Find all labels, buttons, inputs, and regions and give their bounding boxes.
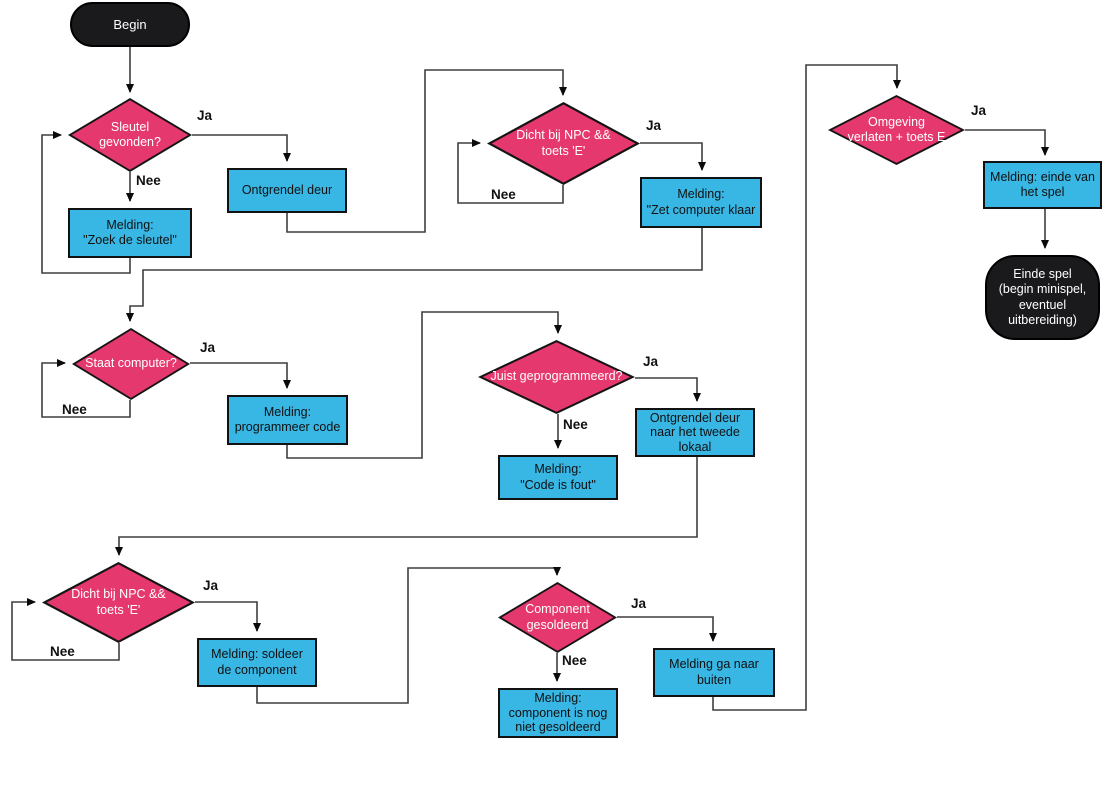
process-niet-gesoldeerd: Melding: component is nog niet gesoldeer…: [498, 688, 618, 738]
decision-npc2-label: Dicht bij NPC && toets 'E': [71, 587, 166, 617]
terminal-einde-spel: Einde spel (begin minispel, eventuel uit…: [985, 255, 1100, 340]
terminal-begin: Begin: [70, 2, 190, 47]
decision-dicht-bij-npc-1: Dicht bij NPC && toets 'E': [487, 102, 640, 185]
process-zet-computer-klaar: Melding: "Zet computer klaar: [640, 177, 762, 228]
edge-npc1-ja: [640, 142, 706, 171]
decision-omgeving-verlaten: Omgeving verlaten + toets E: [828, 95, 965, 165]
edge-juist-ja: [635, 377, 701, 402]
edge-npc2-nee-loop: [11, 598, 120, 661]
edge-sleutel-ja: [192, 134, 291, 162]
edge-label-ja-component: Ja: [631, 596, 647, 611]
process-tweede-lokaal-label: Ontgrendel deur naar het tweede lokaal: [649, 410, 741, 454]
process-ga-buiten-label: Melding ga naar buiten: [669, 657, 759, 687]
edge-label-ja-npc1: Ja: [646, 118, 662, 133]
edge-label-ja-juist: Ja: [643, 354, 659, 369]
process-code-fout-label: Melding: "Code is fout": [520, 462, 596, 492]
edge-omgeving-ja: [965, 129, 1049, 156]
edge-label-nee-juist: Nee: [563, 417, 588, 432]
edge-npc1-nee-loop: [457, 139, 564, 204]
edge-label-ja-staat-computer: Ja: [200, 340, 216, 355]
edge-staat-nee-loop: [41, 359, 131, 418]
process-soldeer-label: Melding: soldeer de component: [211, 647, 303, 677]
edge-ontgrendel-to-npc1: [286, 69, 567, 233]
process-zoek-sleutel-label: Melding: "Zoek de sleutel": [83, 217, 177, 247]
process-einde-melding-label: Melding: einde van het spel: [990, 169, 1095, 199]
edge-gabuiten-to-omgeving: [712, 64, 901, 711]
terminal-begin-label: Begin: [113, 16, 147, 32]
decision-component-label: Component gesoldeerd: [525, 602, 590, 632]
decision-sleutel-gevonden: Sleutel gevonden?: [68, 98, 192, 172]
edge-label-nee-npc1: Nee: [491, 187, 516, 202]
decision-staat-computer: Staat computer?: [72, 328, 190, 400]
process-tweede-lokaal: Ontgrendel deur naar het tweede lokaal: [635, 408, 755, 457]
decision-juist-geprogrammeerd: Juist geprogrammeerd?: [478, 340, 635, 414]
process-code-fout: Melding: "Code is fout": [498, 455, 618, 500]
process-soldeer-component: Melding: soldeer de component: [197, 638, 317, 687]
decision-staat-computer-label: Staat computer?: [85, 356, 177, 371]
process-ontgrendel-deur-label: Ontgrendel deur: [241, 182, 333, 197]
terminal-einde-spel-label: Einde spel (begin minispel, eventuel uit…: [998, 267, 1087, 327]
edge-soldeer-to-component: [256, 567, 561, 704]
edge-label-ja-npc2: Ja: [203, 578, 219, 593]
edge-tweedelokaal-to-npc2: [115, 457, 698, 556]
decision-omgeving-label: Omgeving verlaten + toets E: [847, 114, 946, 144]
process-einde-melding: Melding: einde van het spel: [983, 161, 1102, 209]
decision-dicht-bij-npc-2: Dicht bij NPC && toets 'E': [42, 562, 195, 643]
process-ontgrendel-deur: Ontgrendel deur: [227, 168, 347, 213]
decision-juist-label: Juist geprogrammeerd?: [490, 369, 623, 384]
edge-zetcomputer-to-staat: [126, 228, 703, 322]
process-ga-naar-buiten: Melding ga naar buiten: [653, 648, 775, 697]
edge-label-ja-omgeving: Ja: [971, 103, 987, 118]
edge-label-ja-sleutel: Ja: [197, 108, 213, 123]
edge-programmeer-to-juist: [286, 311, 562, 459]
edge-npc2-ja: [195, 601, 261, 632]
edge-label-nee-staat-computer: Nee: [62, 402, 87, 417]
process-zoek-sleutel: Melding: "Zoek de sleutel": [68, 208, 192, 258]
process-programmeer-label: Melding: programmeer code: [234, 404, 341, 434]
edge-component-ja: [617, 616, 717, 642]
decision-npc1-label: Dicht bij NPC && toets 'E': [516, 128, 611, 158]
edge-zoeksleutel-loop: [41, 131, 131, 274]
edge-label-nee-component: Nee: [562, 653, 587, 668]
process-programmeer-code: Melding: programmeer code: [227, 395, 348, 445]
edge-label-nee-sleutel: Nee: [136, 173, 161, 188]
decision-sleutel-label: Sleutel gevonden?: [99, 119, 161, 149]
process-zet-computer-label: Melding: "Zet computer klaar: [646, 187, 756, 217]
decision-component-gesoldeerd: Component gesoldeerd: [498, 582, 617, 653]
edge-staat-ja: [190, 362, 291, 389]
edge-label-nee-npc2: Nee: [50, 644, 75, 659]
process-niet-gesoldeerd-label: Melding: component is nog niet gesoldeer…: [508, 691, 608, 735]
